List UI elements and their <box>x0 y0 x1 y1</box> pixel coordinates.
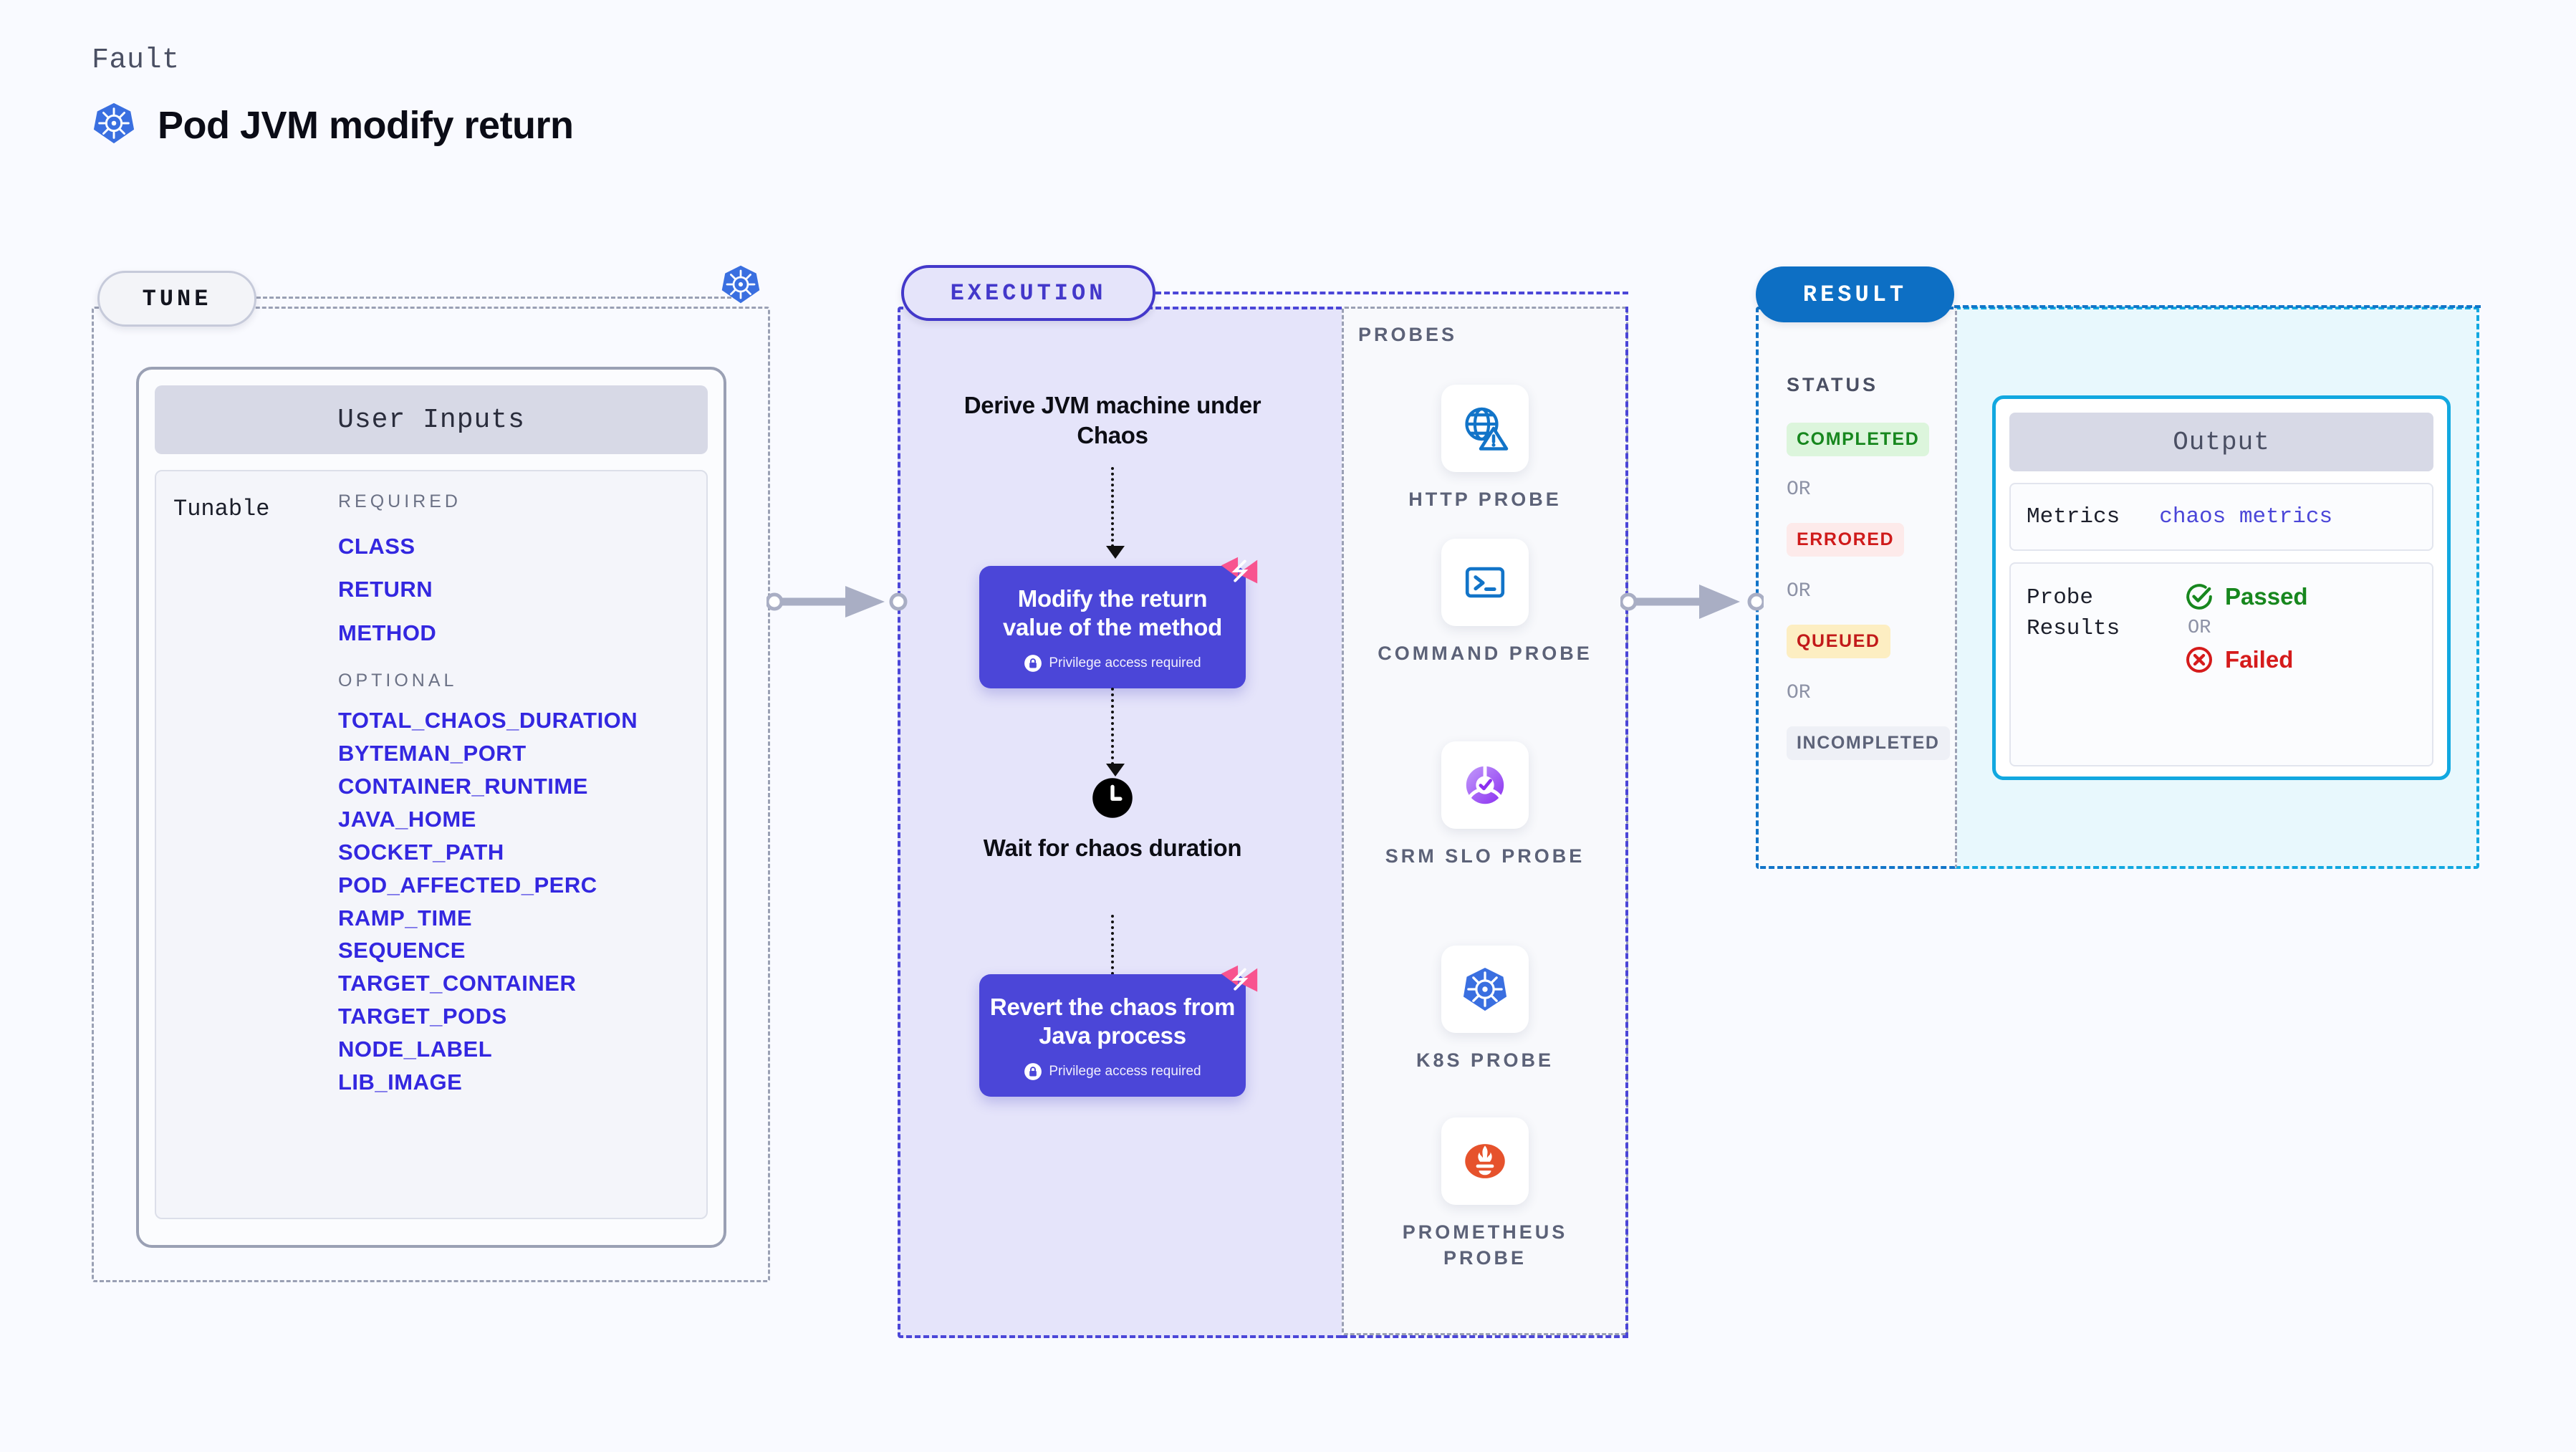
page-title: Pod JVM modify return <box>158 103 574 147</box>
execution-card-note: Privilege access required <box>989 654 1236 673</box>
x-circle-icon <box>2186 646 2213 673</box>
status-or-1: OR <box>1787 479 1811 501</box>
user-inputs-title: User Inputs <box>155 385 708 454</box>
param-class[interactable]: CLASS <box>338 534 415 559</box>
param-target-container[interactable]: TARGET_CONTAINER <box>338 971 577 996</box>
connector-tune-to-execution <box>766 586 908 617</box>
status-badge-errored: ERRORED <box>1787 523 1905 557</box>
execution-card-title: Modify the return value of the method <box>1003 585 1222 641</box>
arrow-step1-to-step2 <box>1106 467 1125 559</box>
globe-warning-icon <box>1441 385 1529 472</box>
probe-label: PROMETHEUS PROBE <box>1402 1221 1568 1269</box>
metrics-label: Metrics <box>2027 504 2120 529</box>
tune-dashed-connector <box>256 297 738 299</box>
param-total-chaos-duration[interactable]: TOTAL_CHAOS_DURATION <box>338 708 638 734</box>
param-byteman-port[interactable]: BYTEMAN_PORT <box>338 741 527 766</box>
optional-group-title: OPTIONAL <box>338 670 458 691</box>
param-container-runtime[interactable]: CONTAINER_RUNTIME <box>338 774 588 799</box>
probe-item-http[interactable]: HTTP PROBE <box>1378 385 1592 512</box>
tune-panel <box>92 307 770 1282</box>
probe-label: COMMAND PROBE <box>1378 643 1592 664</box>
probe-results-values: Passed OR Failed <box>2185 582 2308 765</box>
parameter-lists: REQUIRED CLASS RETURN METHOD OPTIONAL TO… <box>338 491 638 1218</box>
probe-item-command[interactable]: COMMAND PROBE <box>1378 539 1592 666</box>
probe-result-passed: Passed <box>2185 582 2308 611</box>
clock-icon <box>1092 777 1133 819</box>
probe-item-prometheus[interactable]: PROMETHEUS PROBE <box>1378 1117 1592 1271</box>
litmus-flag-icon <box>1217 958 1261 1003</box>
tunable-body: Tunable REQUIRED CLASS RETURN METHOD OPT… <box>155 470 708 1219</box>
flow-step-wait-duration: Wait for chaos duration <box>983 835 1242 861</box>
connector-execution-to-result <box>1620 585 1764 619</box>
output-card: Output Metrics chaos metrics Probe Resul… <box>1992 395 2451 780</box>
metrics-value[interactable]: chaos metrics <box>2159 504 2333 529</box>
param-pod-affected-perc[interactable]: POD_AFFECTED_PERC <box>338 872 597 898</box>
title-row: Pod JVM modify return <box>92 101 574 149</box>
param-ramp-time[interactable]: RAMP_TIME <box>338 905 473 931</box>
execution-card-note-text: Privilege access required <box>1049 1063 1201 1079</box>
result-status-panel <box>1756 307 1957 869</box>
arrow-step2-to-wait <box>1106 688 1125 777</box>
output-title: Output <box>2009 413 2433 471</box>
fault-eyebrow-label: Fault <box>92 44 180 77</box>
probe-item-srm-slo[interactable]: SRM SLO PROBE <box>1378 741 1592 869</box>
param-java-home[interactable]: JAVA_HOME <box>338 806 476 832</box>
lock-icon <box>1024 1062 1042 1080</box>
probe-result-failed: Failed <box>2185 645 2308 674</box>
tune-badge: TUNE <box>97 271 256 327</box>
probe-results-label: Probe Results <box>2027 585 2120 642</box>
probes-section-title: PROBES <box>1358 324 1458 345</box>
page-header: Fault Pod JVM modify return <box>92 44 574 149</box>
execution-card-note: Privilege access required <box>989 1062 1236 1081</box>
execution-card-title: Revert the chaos from Java process <box>989 994 1236 1049</box>
probe-result-passed-text: Passed <box>2225 583 2308 610</box>
check-circle-icon <box>2186 584 2212 610</box>
prometheus-icon <box>1441 1117 1529 1205</box>
status-badge-incompleted: INCOMPLETED <box>1787 726 1950 760</box>
probe-results-row: Probe Results Passed OR Failed <box>2009 562 2433 766</box>
kubernetes-icon <box>1441 946 1529 1033</box>
user-inputs-card: User Inputs Tunable REQUIRED CLASS RETUR… <box>136 367 726 1248</box>
tunable-label: Tunable <box>173 496 270 522</box>
execution-badge: EXECUTION <box>901 265 1155 321</box>
param-lib-image[interactable]: LIB_IMAGE <box>338 1069 463 1095</box>
param-method[interactable]: METHOD <box>338 620 437 645</box>
flow-step-derive-jvm: Derive JVM machine under Chaos <box>963 392 1261 449</box>
status-or-2: OR <box>1787 580 1811 602</box>
probe-label: HTTP PROBE <box>1408 489 1562 510</box>
param-node-label[interactable]: NODE_LABEL <box>338 1037 493 1062</box>
kubernetes-icon <box>720 264 761 309</box>
metrics-row: Metrics chaos metrics <box>2009 483 2433 551</box>
probe-result-or: OR <box>2188 617 2211 639</box>
result-top-dashed-edge <box>1954 305 2481 308</box>
param-socket-path[interactable]: SOCKET_PATH <box>338 839 504 865</box>
required-group-title: REQUIRED <box>338 491 461 511</box>
probe-label: SRM SLO PROBE <box>1385 845 1585 867</box>
param-return[interactable]: RETURN <box>338 577 433 602</box>
litmus-flag-icon <box>1217 550 1261 595</box>
execution-panel <box>898 307 1342 1338</box>
status-or-3: OR <box>1787 682 1811 704</box>
execution-bottom-dashed-edge <box>1342 1335 1628 1338</box>
status-badge-completed: COMPLETED <box>1787 423 1930 456</box>
probe-label: K8S PROBE <box>1416 1049 1554 1071</box>
status-badge-queued: QUEUED <box>1787 625 1890 658</box>
execution-card-modify-return[interactable]: Modify the return value of the method Pr… <box>979 557 1258 688</box>
execution-right-dashed-edge <box>1625 307 1628 1338</box>
probe-item-k8s[interactable]: K8S PROBE <box>1378 946 1592 1073</box>
execution-top-dashed-edge <box>1155 292 1628 294</box>
param-target-pods[interactable]: TARGET_PODS <box>338 1004 507 1029</box>
execution-card-revert-chaos[interactable]: Revert the chaos from Java process Privi… <box>979 965 1258 1097</box>
lock-icon <box>1024 654 1042 672</box>
probe-result-failed-text: Failed <box>2225 646 2294 673</box>
status-section-title: STATUS <box>1787 374 1878 395</box>
param-sequence[interactable]: SEQUENCE <box>338 938 466 963</box>
terminal-icon <box>1441 539 1529 626</box>
execution-card-note-text: Privilege access required <box>1049 655 1201 670</box>
kubernetes-icon <box>92 101 136 149</box>
slo-donut-check-icon <box>1441 741 1529 829</box>
result-badge: RESULT <box>1756 266 1954 322</box>
